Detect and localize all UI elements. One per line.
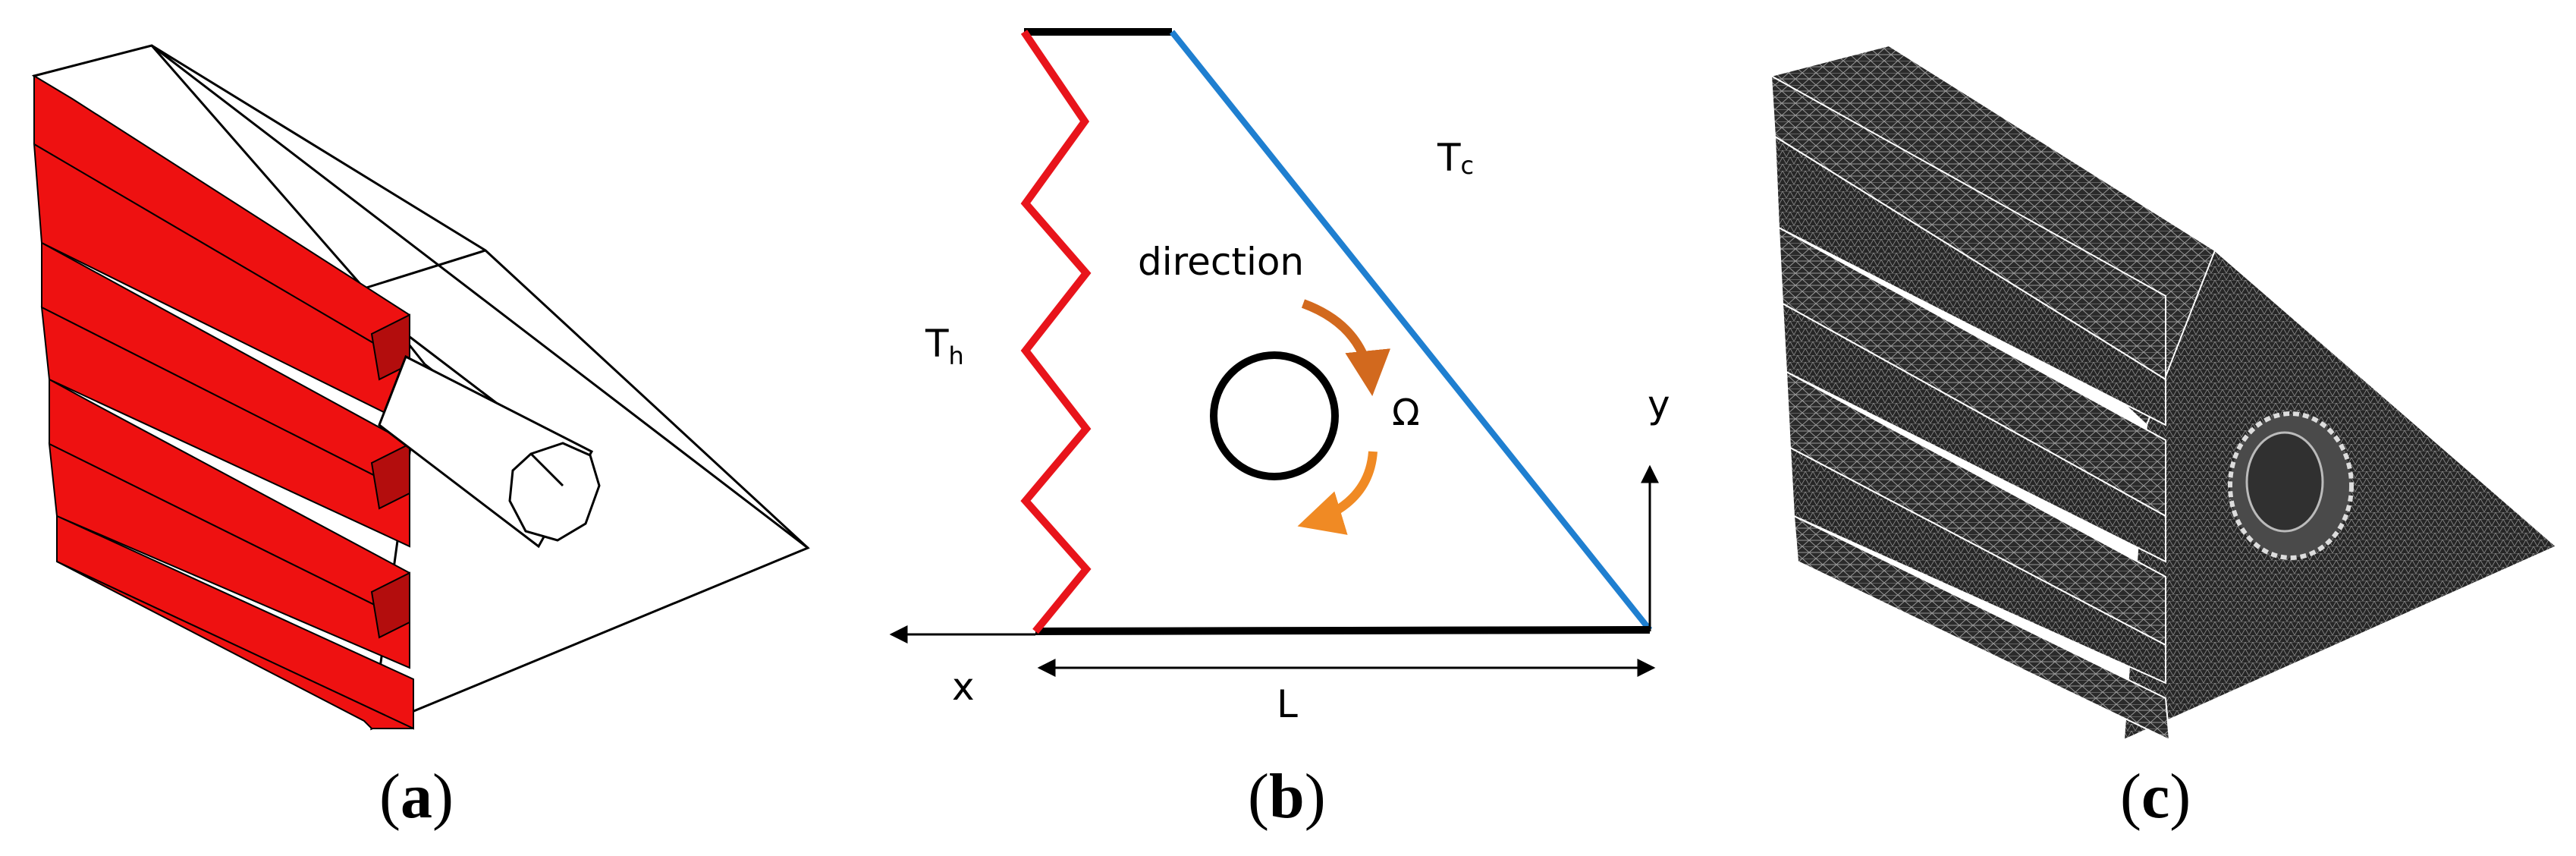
mesh-cylinder-face — [2228, 411, 2354, 560]
cold-wall — [1169, 30, 1653, 632]
bottom-adiabatic-wall — [1035, 626, 1651, 635]
x-axis-label: x — [952, 665, 975, 709]
mesh-body — [1769, 44, 2558, 741]
rotation-arrow-upper — [1301, 299, 1391, 396]
angular-velocity-label: Ω — [1392, 392, 1420, 434]
rotating-cylinder — [1210, 351, 1339, 480]
cylinder — [378, 354, 601, 549]
hot-wall-zigzag — [1020, 30, 1092, 634]
length-label: L — [1277, 682, 1298, 726]
rotation-direction-label: direction — [1138, 240, 1304, 284]
caption-b: (b) — [1248, 761, 1326, 832]
hot-temperature-label: Th — [925, 322, 964, 370]
cold-temperature-label: Tc — [1437, 136, 1474, 180]
caption-c: (c) — [2120, 761, 2191, 832]
y-axis-label: y — [1648, 382, 1670, 426]
rotation-arrow-lower — [1297, 451, 1378, 535]
caption-a: (a) — [379, 761, 454, 832]
